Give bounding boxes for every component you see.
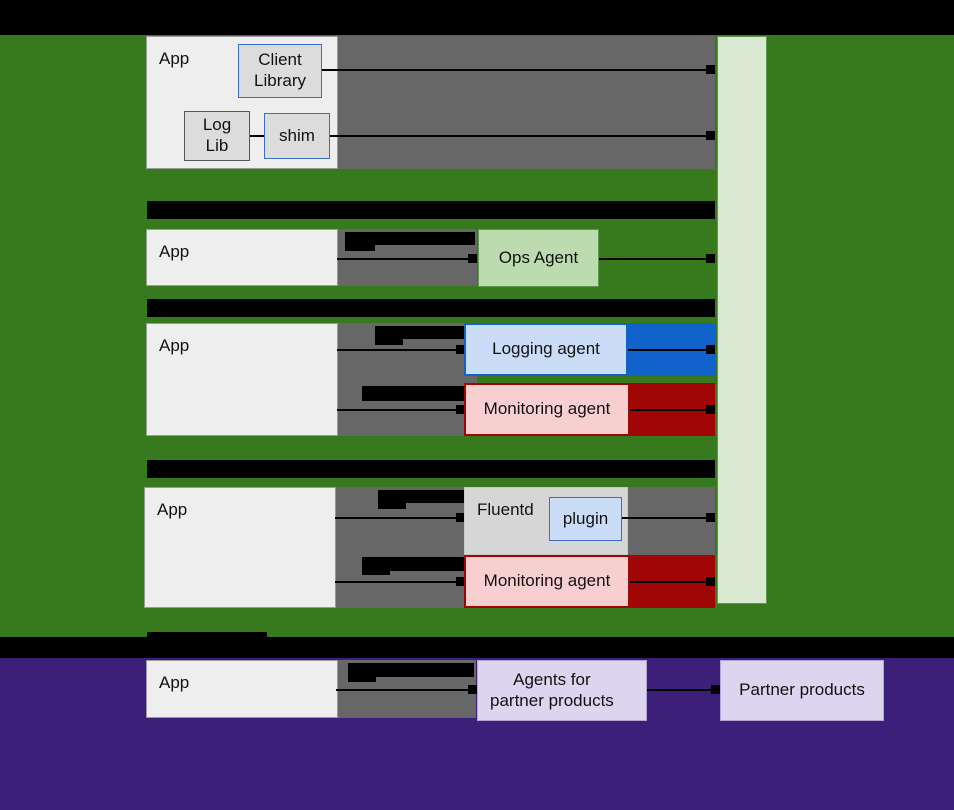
row4-monitoring-arrowhead-icon xyxy=(456,577,465,586)
row3-app-box: App xyxy=(146,323,338,436)
row3-logging-dest-arrowhead-icon xyxy=(706,345,715,354)
row1-clientlib-arrowhead-icon xyxy=(706,65,715,74)
row4-app-label: App xyxy=(157,500,188,519)
log-lib-node[interactable]: Log Lib xyxy=(184,111,250,161)
row4-fluentd-link-label-redaction-tail-icon xyxy=(378,501,406,509)
row3-logging-link-label-redaction-tail-icon xyxy=(375,337,403,345)
plugin-node[interactable]: plugin xyxy=(549,497,622,541)
row3-monitoring-arrowhead-icon xyxy=(456,405,465,414)
row3-app-to-logging-wire xyxy=(337,349,458,351)
row1-clientlib-wire xyxy=(322,69,707,71)
row2-header-redaction-bar-icon xyxy=(147,201,715,219)
row4-monitoring-link-label-redaction-icon xyxy=(362,557,470,571)
partner-agents-node[interactable]: Agents for partner products xyxy=(477,660,647,721)
row3-transport-band xyxy=(337,323,477,436)
loglib-shim-connector xyxy=(250,135,264,137)
middle-black-band xyxy=(0,637,954,658)
partner-products-node[interactable]: Partner products xyxy=(720,660,884,721)
row3-monitoring-agent-label: Monitoring agent xyxy=(483,399,611,419)
row3-monitoring-to-dest-wire xyxy=(630,409,707,411)
row3-app-label: App xyxy=(159,336,190,355)
log-lib-label: Log Lib xyxy=(202,115,232,155)
row4-monitoring-to-dest-wire xyxy=(630,581,707,583)
row4-monitoring-agent-label: Monitoring agent xyxy=(483,571,611,591)
partner-products-label: Partner products xyxy=(739,680,865,700)
row5-agents-to-partner-wire xyxy=(647,689,713,691)
row1-shim-wire xyxy=(330,135,707,137)
row2-link-label-redaction-tail-icon xyxy=(345,243,375,251)
shim-label: shim xyxy=(279,125,315,145)
top-black-band xyxy=(0,0,954,35)
row4-monitoring-link-label-redaction-tail-icon xyxy=(362,568,390,575)
row5-partner-arrowhead-icon xyxy=(711,685,720,694)
shim-node[interactable]: shim xyxy=(264,113,330,159)
row5-app-label: App xyxy=(159,673,190,692)
row5-agents-arrowhead-icon xyxy=(468,685,477,694)
row4-monitoring-dest-arrowhead-icon xyxy=(706,577,715,586)
row3-monitoring-link-label-redaction-icon xyxy=(362,386,470,401)
destination-column xyxy=(717,36,767,604)
ops-agent-label: Ops Agent xyxy=(498,247,579,267)
row4-app-to-fluentd-wire xyxy=(335,517,459,519)
ops-agent-node[interactable]: Ops Agent xyxy=(478,229,599,287)
row4-header-redaction-bar-icon xyxy=(147,460,715,478)
row3-header-redaction-bar-icon xyxy=(147,299,715,317)
row4-plugin-dest-arrowhead-icon xyxy=(706,513,715,522)
row4-app-box: App xyxy=(144,487,336,608)
plugin-label: plugin xyxy=(562,508,609,528)
row1-app-label: App xyxy=(159,49,190,68)
row1-shim-arrowhead-icon xyxy=(706,131,715,140)
row3-monitoring-dest-arrowhead-icon xyxy=(706,405,715,414)
client-library-label: Client Library xyxy=(254,50,306,90)
row5-link-label-redaction-tail-icon xyxy=(348,674,376,682)
row5-app-box: App xyxy=(146,660,338,718)
row4-fluentd-arrowhead-icon xyxy=(456,513,465,522)
row4-monitoring-agent-node[interactable]: Monitoring agent xyxy=(464,555,630,608)
row2-dest-arrowhead-icon xyxy=(706,254,715,263)
row3-app-to-monitoring-wire xyxy=(337,409,458,411)
fluentd-label: Fluentd xyxy=(477,500,534,519)
row5-link-label-redaction-icon xyxy=(348,663,474,677)
row3-monitoring-agent-node[interactable]: Monitoring agent xyxy=(464,383,630,436)
partner-agents-label: Agents for partner products xyxy=(490,669,614,710)
row2-ops-to-dest-wire xyxy=(599,258,707,260)
row2-app-box: App xyxy=(146,229,338,286)
client-library-node[interactable]: Client Library xyxy=(238,44,322,98)
row4-app-to-monitoring-wire xyxy=(335,581,459,583)
row2-app-to-ops-wire xyxy=(337,258,470,260)
row3-logging-arrowhead-icon xyxy=(456,345,465,354)
logging-agent-label: Logging agent xyxy=(492,339,600,359)
row2-ops-arrowhead-icon xyxy=(468,254,477,263)
row4-fluentd-link-label-redaction-icon xyxy=(378,490,470,503)
row5-header-redaction-icon xyxy=(147,632,267,642)
row3-logging-link-label-redaction-icon xyxy=(375,326,470,339)
row2-app-label: App xyxy=(159,242,190,261)
row3-logging-to-dest-wire xyxy=(628,349,707,351)
row2-link-label-redaction-icon xyxy=(345,232,475,245)
row5-app-to-agents-wire xyxy=(336,689,470,691)
logging-agent-node[interactable]: Logging agent xyxy=(464,323,628,376)
row4-plugin-to-dest-wire xyxy=(622,517,707,519)
row1-transport-band xyxy=(337,36,715,169)
